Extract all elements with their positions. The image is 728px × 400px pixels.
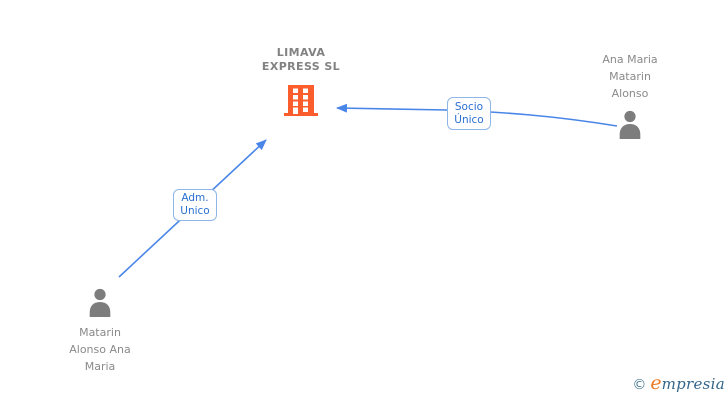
person-name-line: Matarin xyxy=(79,326,121,339)
company-name-line: LIMAVA xyxy=(276,46,326,59)
brand-initial: e xyxy=(650,372,662,394)
person-name-line: Ana Maria xyxy=(602,53,658,66)
building-icon xyxy=(284,85,318,116)
person-name: Ana Maria Matarin Alonso xyxy=(570,51,690,102)
person-icon xyxy=(615,109,645,139)
copyright-icon: © xyxy=(632,377,647,393)
empresia-logo[interactable]: © empresia xyxy=(632,372,725,394)
relation-label-line: Adm. xyxy=(181,192,209,204)
relation-label-adm-unico[interactable]: Adm. Unico xyxy=(173,189,217,221)
person-name-line: Alonso xyxy=(611,87,649,100)
company-node[interactable]: LIMAVA EXPRESS SL xyxy=(211,46,391,74)
relation-label-line: Unico xyxy=(180,205,210,217)
relation-label-line: Único xyxy=(454,113,484,126)
person-icon xyxy=(85,287,115,317)
person-node-matarin-alonso-ana-maria[interactable]: Matarin Alonso Ana Maria xyxy=(40,287,160,375)
company-node-icon[interactable] xyxy=(283,85,319,116)
relation-label-line: Socio xyxy=(454,100,484,113)
brand-rest: mpresia xyxy=(661,375,725,393)
relation-label-socio-unico[interactable]: Socio Único xyxy=(447,97,491,130)
company-name-line: EXPRESS SL xyxy=(261,60,341,73)
person-name: Matarin Alonso Ana Maria xyxy=(40,324,160,375)
person-name-line: Alonso Ana xyxy=(69,343,131,356)
brand-wordmark: empresia xyxy=(650,372,725,394)
person-name-line: Maria xyxy=(84,360,116,373)
person-node-ana-maria-matarin-alonso[interactable]: Ana Maria Matarin Alonso xyxy=(570,51,690,143)
person-name-line: Matarin xyxy=(609,70,651,83)
company-name: LIMAVA EXPRESS SL xyxy=(211,46,391,74)
